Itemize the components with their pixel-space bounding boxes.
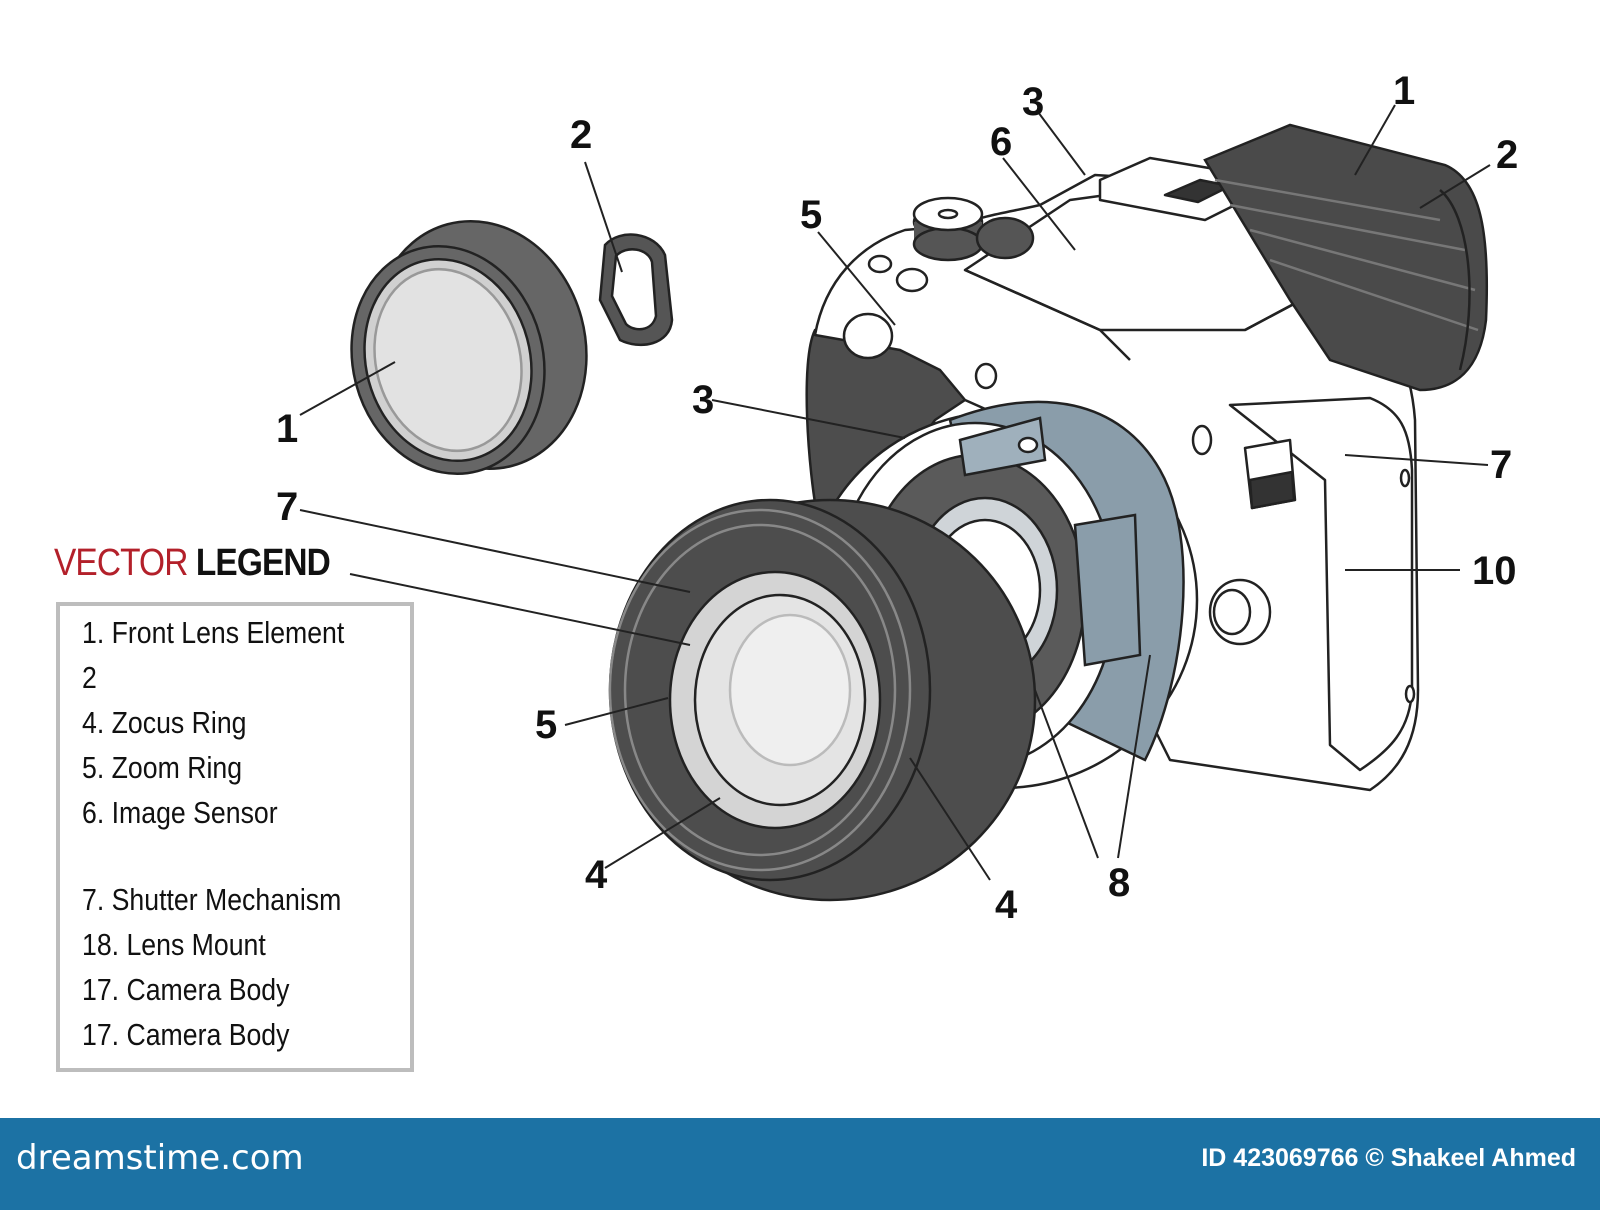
image-credit: ID 423069766 © Shakeel Ahmed xyxy=(1201,1144,1576,1172)
shutter-button xyxy=(842,312,894,360)
eyecup xyxy=(1203,123,1489,392)
legend-item: 4. Zocus Ring xyxy=(82,705,247,740)
callout-body-3: 3 xyxy=(1022,80,1044,124)
legend-title: VECTOR LEGEND xyxy=(54,542,331,585)
legend-item: 17. Camera Body xyxy=(82,1017,290,1052)
legend-item: 7. Shutter Mechanism xyxy=(82,882,342,917)
callout-ring-2: 2 xyxy=(570,113,592,157)
callout-body-5: 5 xyxy=(800,193,822,237)
callout-numbers: 1 2 3 7 5 4 4 8 5 6 3 1 2 7 10 xyxy=(276,69,1518,927)
legend-item: 1. Front Lens Element xyxy=(82,615,345,650)
callout-lens-4-front: 4 xyxy=(585,853,608,897)
filter-ring xyxy=(350,219,588,476)
legend-title-vector: VECTOR xyxy=(54,542,188,584)
callout-body-10: 10 xyxy=(1472,549,1517,593)
legend-item: 2 xyxy=(82,660,97,695)
lens-barrel xyxy=(608,498,1037,902)
callout-mount-3: 3 xyxy=(692,378,714,422)
callout-mount-8: 8 xyxy=(1108,861,1130,905)
dreamstime-logo[interactable]: dreamstime.com xyxy=(16,1138,304,1178)
callout-eyecup-2: 2 xyxy=(1496,133,1518,177)
callout-lens-5: 5 xyxy=(535,703,557,747)
callout-body-7: 7 xyxy=(1490,443,1512,487)
camera-exploded-diagram: 1 2 3 7 5 4 4 8 5 6 3 1 2 7 10 xyxy=(276,69,1518,927)
callout-filter-1: 1 xyxy=(276,407,298,451)
legend-item: 5. Zoom Ring xyxy=(82,750,243,785)
legend-item: 6. Image Sensor xyxy=(82,795,278,830)
control-dial xyxy=(975,216,1035,260)
legend-title-legend: LEGEND xyxy=(195,542,331,584)
callout-eyecup-1: 1 xyxy=(1393,69,1415,113)
callout-lens-4-side: 4 xyxy=(995,883,1018,927)
leader-lines xyxy=(299,104,1491,881)
legend-item: 17. Camera Body xyxy=(82,972,290,1007)
retaining-ring xyxy=(598,233,674,347)
legend-box: 1. Front Lens Element 2 4. Zocus Ring 5.… xyxy=(56,602,414,1072)
footer-bar: dreamstime.com ID 423069766 © Shakeel Ah… xyxy=(0,1118,1600,1210)
legend-item: 18. Lens Mount xyxy=(82,927,266,962)
legend-list: 1. Front Lens Element 2 4. Zocus Ring 5.… xyxy=(82,610,387,1057)
callout-lens-7: 7 xyxy=(276,485,298,529)
callout-body-6: 6 xyxy=(990,120,1012,164)
